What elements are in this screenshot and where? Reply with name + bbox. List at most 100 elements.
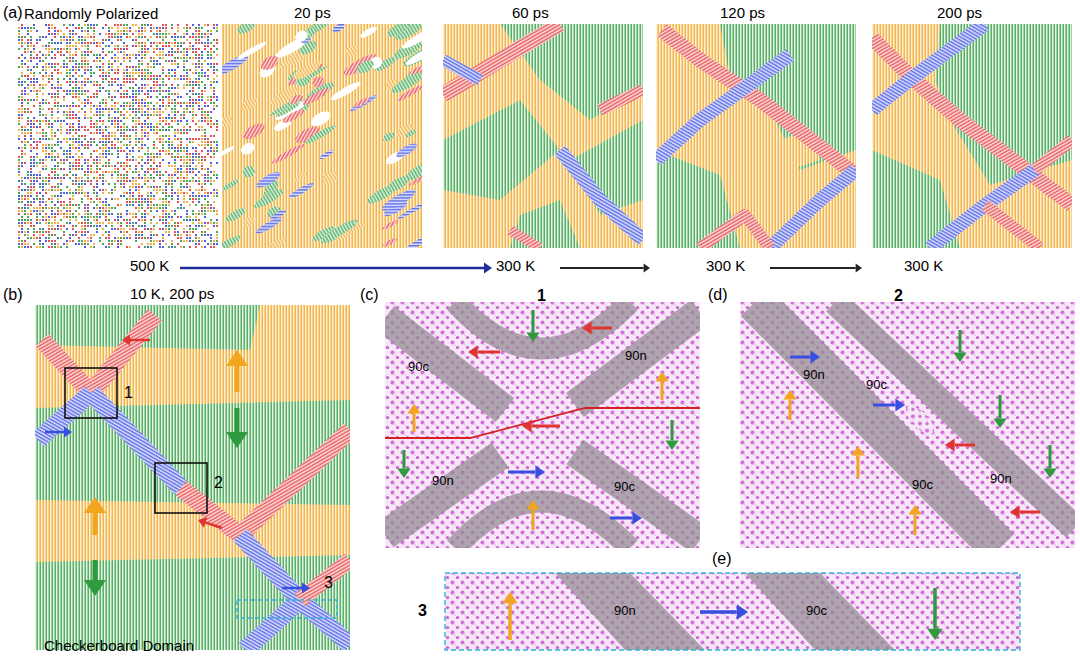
arrow-head (64, 427, 72, 438)
panel-ground (18, 24, 218, 248)
dipole-dots (18, 24, 218, 248)
domain-nucleus (304, 123, 338, 146)
arrow-head (665, 440, 678, 450)
domain-nucleus (332, 221, 368, 245)
zoom-frame (445, 573, 1020, 650)
domain-island (902, 402, 939, 439)
polarization-arrow (873, 404, 895, 407)
panel-ground (385, 302, 700, 548)
arrow-head (810, 350, 820, 363)
polarization-arrow (532, 310, 535, 332)
domain-region (745, 573, 895, 650)
domain-wall (835, 302, 1075, 528)
figure-label: 300 K (496, 258, 535, 275)
polarization-arrow (45, 431, 64, 434)
domain-nucleus (252, 186, 286, 211)
domain-wall-band (872, 24, 985, 110)
arrow-head (198, 517, 207, 527)
domain-nucleus (320, 168, 340, 186)
domain-nucleus (254, 215, 283, 236)
figure-label: 60 ps (512, 5, 549, 22)
arrow-head (84, 580, 106, 596)
arrow-head (851, 446, 864, 456)
domain-nucleus (239, 141, 257, 157)
arrow-head (737, 604, 748, 619)
domain-wall-band (42, 340, 91, 393)
polarization-arrow (955, 444, 975, 447)
domain-nucleus (318, 149, 334, 161)
polarization-arrow (790, 356, 810, 359)
figure-label: 90c (866, 378, 887, 392)
figure-label: (e) (712, 550, 732, 568)
figure-label: 300 K (904, 258, 943, 275)
figure-label: 90n (614, 604, 636, 618)
figure-label: 20 ps (294, 5, 331, 22)
domain-wall (455, 502, 630, 549)
domain-wall-band (181, 488, 240, 535)
polarization-arrow (206, 523, 222, 528)
polarization-arrow (933, 588, 937, 629)
arrow-head (655, 372, 668, 382)
figure-label: (a) (3, 4, 23, 22)
domain-nucleus (235, 24, 257, 36)
domain-nucleus (239, 96, 259, 113)
figure-label: 3 (324, 574, 333, 592)
domain-nucleus (224, 206, 247, 224)
figure-label: 90c (408, 360, 429, 374)
panel-ground (443, 24, 643, 248)
panel-ground (222, 24, 422, 248)
figure-label: Randomly Polarized (24, 6, 158, 23)
figure-label: 3 (418, 602, 427, 620)
domain-wall-band (240, 430, 350, 535)
guide-line (385, 408, 700, 438)
arrow-head (632, 511, 642, 524)
domain-wall-band (770, 170, 856, 248)
domain-nucleus (331, 24, 346, 34)
polarization-arrow (508, 471, 535, 474)
domain-nucleus (281, 107, 305, 125)
polarization-arrow (93, 560, 98, 580)
domain-nucleus (381, 131, 396, 144)
polarization-arrow (282, 587, 302, 590)
domain-nucleus (380, 186, 418, 214)
domain-region (35, 555, 350, 650)
domain-map-120ps (656, 24, 856, 248)
domain-nucleus (269, 208, 287, 222)
polarization-arrow (403, 450, 406, 468)
arrow-head (895, 398, 905, 411)
lattice-zoom-2 (740, 302, 1075, 548)
domain-nucleus (353, 96, 371, 109)
lattice-zoom-1 (385, 302, 700, 548)
domain-nucleus (308, 108, 333, 129)
arrow-head (502, 592, 517, 603)
domain-wall-band (91, 393, 181, 488)
random-polarization-map (18, 24, 218, 248)
figure-label: 90n (803, 368, 825, 382)
domain-nucleus (222, 178, 240, 192)
domain-nucleus (385, 24, 412, 40)
arrow-head (945, 438, 955, 451)
arrow-head (226, 350, 248, 366)
domain-wall-band (985, 205, 1040, 248)
dipole-dots (18, 24, 218, 248)
domain-nucleus (401, 44, 422, 70)
figure-label: Checkerboard Domain (44, 638, 194, 655)
polarization-arrow (235, 366, 240, 392)
domain-nucleus (408, 169, 422, 187)
domain-wall-band (600, 90, 643, 110)
figure-label: 300 K (706, 258, 745, 275)
polarization-arrow (959, 330, 962, 352)
arrow-head (484, 263, 492, 274)
domain-nucleus (222, 114, 235, 129)
domain-nucleus (344, 44, 359, 58)
figure-label: 200 ps (937, 5, 982, 22)
domain-nucleus (241, 216, 256, 229)
dipole-dots (18, 24, 218, 248)
figure-label: 1 (537, 287, 546, 305)
domain-nucleus (404, 128, 418, 139)
figure-label: 90c (614, 480, 635, 494)
domain-nucleus (222, 145, 236, 160)
domain-wall-band (443, 24, 560, 95)
panel-ground (656, 24, 856, 248)
